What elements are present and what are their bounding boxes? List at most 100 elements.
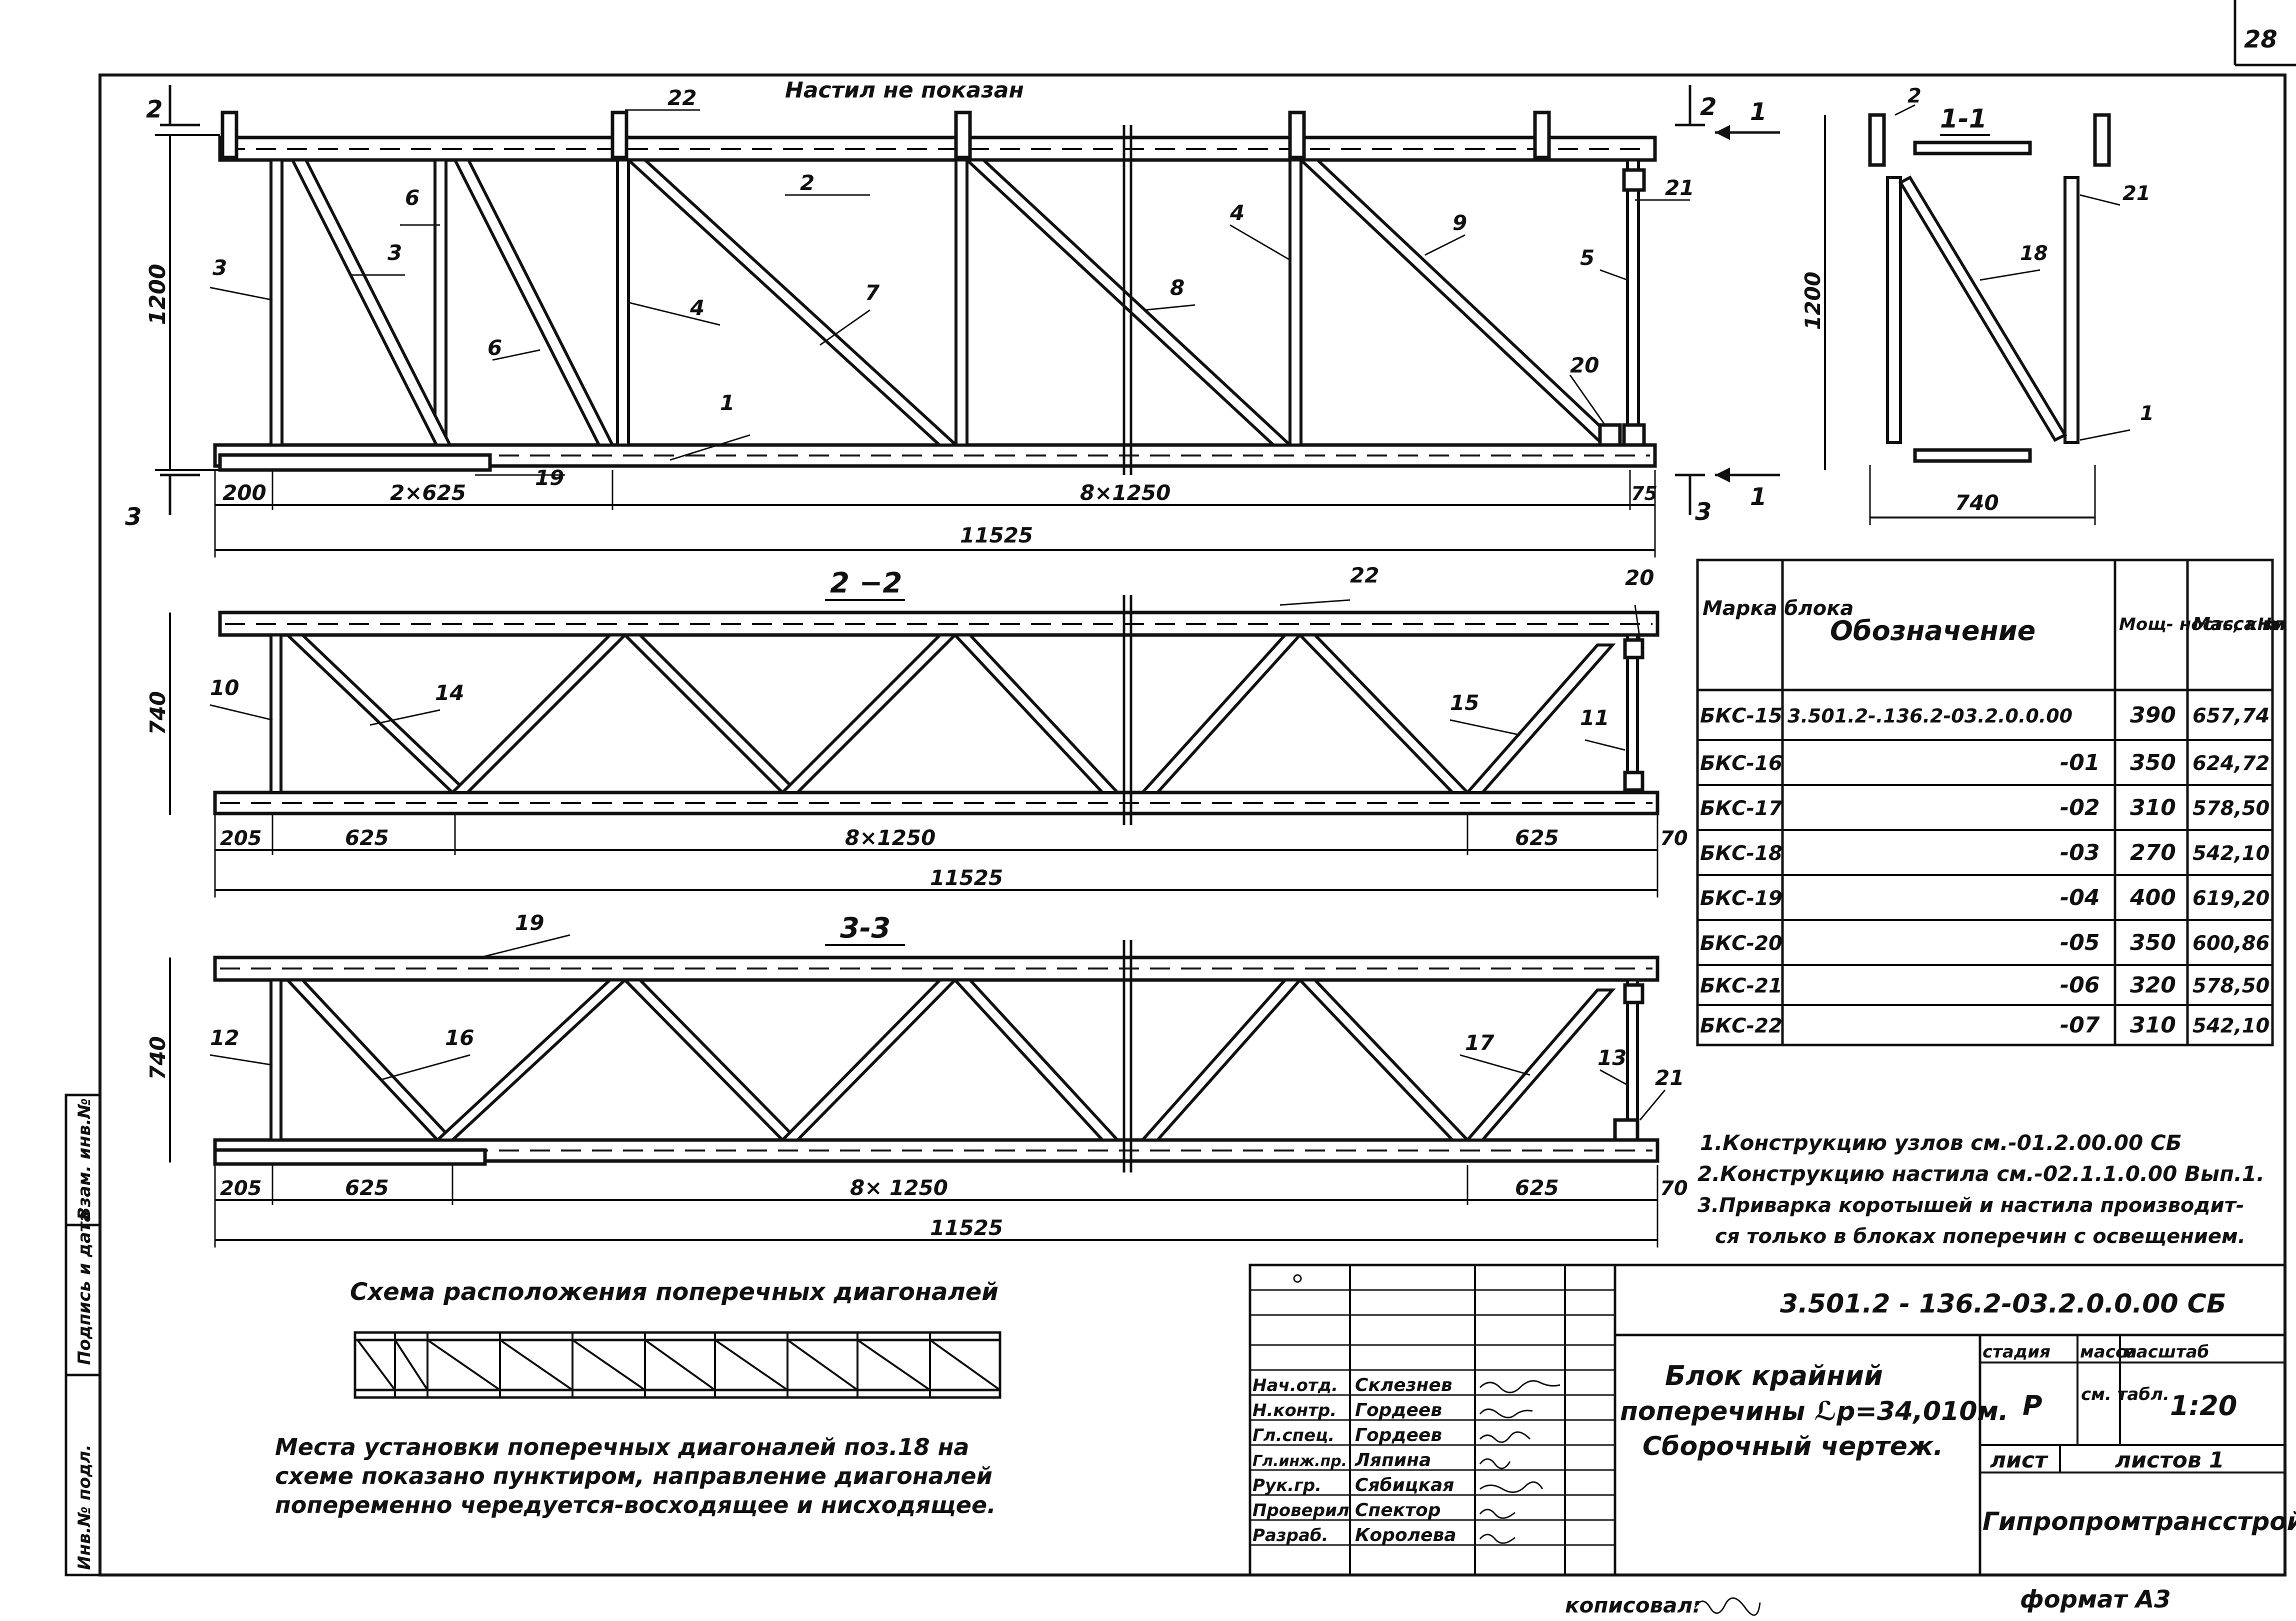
section-2-2-title: 2 −2 [830, 567, 902, 600]
name: Спектор [1355, 1500, 1441, 1520]
scheme-caption-line: Места установки поперечных диагоналей по… [275, 1434, 969, 1460]
table-cell: -05 [2060, 930, 2100, 956]
part-label: 4 [1230, 200, 1244, 225]
table-cell: 320 [2130, 972, 2176, 998]
scheme-caption-line: попеременно чередуется-восходящее и нисх… [275, 1492, 996, 1518]
s22-dim-70: 70 [1660, 827, 1688, 850]
elev-dim-200: 200 [222, 480, 266, 505]
s22-dim-8x1250: 8×1250 [845, 826, 936, 850]
section-2-2 [169, 595, 1660, 898]
table-cell: 600,86 [2192, 932, 2270, 955]
name: Гордеев [1355, 1425, 1442, 1446]
elev-dim-8x1250: 8×1250 [1080, 480, 1170, 505]
copied-by-label: кописовал: [1565, 1593, 1701, 1618]
s33-height: 740 [146, 1036, 170, 1080]
s33-dim-8x1250: 8× 1250 [850, 1176, 948, 1200]
note-line: 1.Конструкцию узлов см.-01.2.00.00 СБ [1700, 1130, 2182, 1155]
part-label: 11 [1580, 706, 1609, 730]
sheet-number: 28 [2244, 26, 2278, 54]
scheme-title: Схема расположения поперечных диагоналей [350, 1278, 998, 1306]
table-cell: БКС-21 [1700, 974, 1782, 998]
doc-code: 3.501.2 - 136.2-03.2.0.0.00 СБ [1780, 1289, 2226, 1319]
col-header-mass: масса [2080, 1342, 2137, 1362]
cut-mark-2-left: 2 [146, 96, 162, 124]
role: Проверил [1252, 1500, 1350, 1520]
copied-by-signature [1694, 1597, 1761, 1616]
scale-value: 1:20 [2170, 1390, 2237, 1422]
truss-elevation [155, 85, 1780, 558]
note-line: 3.Приварка коротышей и настила производи… [1698, 1194, 2244, 1217]
note-line: 2.Конструкцию настила см.-02.1.1.0.00 Вы… [1698, 1162, 2264, 1186]
table-cell: БКС-20 [1700, 932, 1782, 955]
s11-height: 1200 [1800, 272, 1825, 330]
elev-dim-total: 11525 [960, 523, 1033, 548]
part-label: 2 [800, 170, 814, 195]
s33-dim-625b: 625 [1515, 1176, 1559, 1200]
elev-dim-2x625: 2×625 [390, 480, 466, 505]
cut-mark-3-left: 3 [125, 503, 142, 531]
table-cell: 619,20 [2192, 887, 2270, 910]
stage-value: Р [2022, 1390, 2042, 1422]
section-3-3 [169, 934, 1666, 1248]
signatures [1479, 1380, 1560, 1544]
table-cell: 270 [2130, 840, 2176, 866]
part-label: 1 [720, 390, 734, 415]
part-label: 20 [1570, 353, 1599, 378]
s22-dim-625b: 625 [1515, 826, 1559, 850]
sheet-frame [98, 74, 2286, 1576]
name: Ляпина [1354, 1450, 1431, 1470]
table-cell: -07 [2060, 1012, 2100, 1038]
part-label: 2 [1908, 84, 1922, 108]
col-header-stage: стадия [1982, 1342, 2050, 1362]
name: Сябицкая [1355, 1475, 1454, 1496]
table-cell: 350 [2130, 750, 2176, 776]
table-cell: БКС-17 [1700, 797, 1782, 820]
role: Разраб. [1252, 1526, 1328, 1546]
stamp-signature-date: Подпись и дата [74, 1210, 94, 1365]
organization: Гипропромтрансстрой [1982, 1507, 2296, 1536]
section-1-1 [1824, 104, 2130, 525]
table-header-power: Мощ- ность, кНм [2119, 614, 2286, 634]
table-cell: -06 [2060, 972, 2100, 998]
role: Рук.гр. [1252, 1476, 1322, 1496]
notes: 1.Конструкцию узлов см.-01.2.00.00 СБ 2.… [1698, 1130, 2264, 1248]
part-label: 20 [1625, 566, 1654, 590]
table-cell: 310 [2130, 1012, 2176, 1038]
s33-dim-625: 625 [345, 1176, 389, 1200]
part-label: 5 [1580, 246, 1594, 270]
part-label: 1 [2140, 402, 2154, 425]
part-label: 3 [212, 256, 227, 280]
part-label: 22 [668, 86, 696, 110]
s22-dim-205: 205 [220, 827, 262, 850]
title-line: Сборочный чертеж. [1642, 1432, 1943, 1462]
table-cell: 350 [2130, 930, 2176, 956]
part-label: 10 [210, 676, 239, 700]
table-cell: 542,10 [2192, 842, 2270, 865]
part-label: 6 [488, 336, 502, 360]
elev-dim-75: 75 [1631, 482, 1658, 504]
section-3-3-title: 3-3 [840, 912, 890, 944]
note-line: ся только в блоках поперечин с освещение… [1715, 1225, 2246, 1248]
side-stamp: Инв.№ подл. Подпись и дата Взам. инв.№ [64, 1094, 102, 1576]
part-label: 8 [1170, 276, 1184, 300]
diagonal-scheme [354, 1331, 1002, 1399]
part-label: 21 [1655, 1066, 1684, 1090]
part-label: 16 [445, 1026, 474, 1050]
s11-width: 740 [1955, 490, 1999, 515]
table-cell: 624,72 [2192, 752, 2270, 775]
part-label: 14 [435, 680, 464, 705]
elevation-height: 1200 [145, 264, 170, 325]
part-label: 21 [1665, 176, 1694, 200]
table-cell: БКС-19 [1700, 887, 1782, 910]
table-cell: 400 [2130, 885, 2176, 910]
col-header-scale: масштаб [2122, 1342, 2209, 1362]
table-cell: 3.501.2-.136.2-03.2.0.0.00 [1788, 705, 2072, 727]
cut-mark-2-right: 2 [1700, 93, 1716, 121]
table-cell: БКС-18 [1700, 842, 1782, 865]
role: Нач.отд. [1252, 1376, 1338, 1396]
format-label: формат А3 [2020, 1586, 2171, 1614]
scheme-caption-line: схеме показано пунктиром, направление ди… [275, 1462, 992, 1490]
cut-mark-1-bottom: 1 [1750, 483, 1766, 511]
mass-value: см. табл. [2081, 1384, 2170, 1404]
